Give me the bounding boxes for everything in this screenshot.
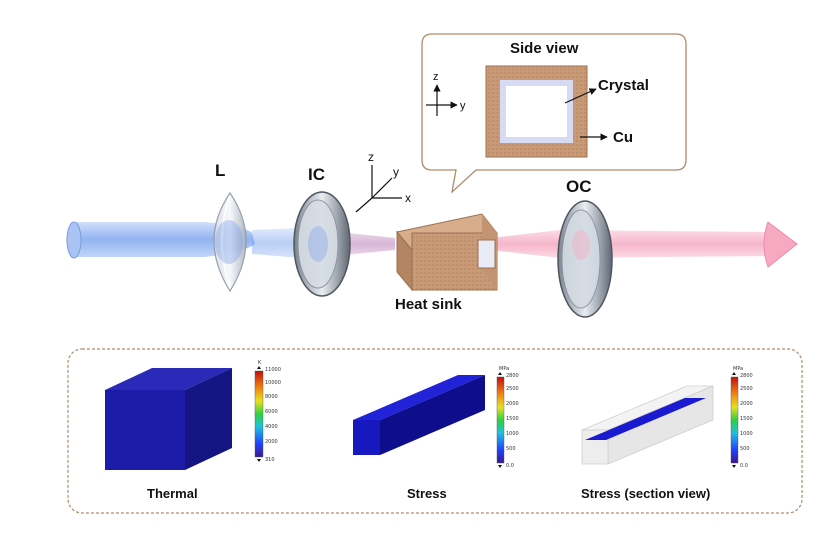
stress-section-model: [581, 385, 714, 465]
side-view-axis-y: y: [460, 100, 466, 112]
input-coupler-label: IC: [308, 165, 325, 184]
section-tick-0: 2500: [740, 386, 753, 392]
section-scale-min: 0.0: [740, 463, 748, 469]
stress-tick-0: 2500: [506, 386, 519, 392]
stress-tick-4: 500: [506, 446, 516, 452]
thermal-tick-2: 6000: [265, 409, 278, 415]
stress-colorbar: [496, 372, 505, 468]
heat-sink-label: Heat sink: [395, 296, 462, 313]
stress-section-colorbar: [730, 372, 739, 468]
side-view-axis-z: z: [433, 71, 439, 83]
stress-unit: MPa: [499, 366, 509, 372]
stress-scale-min: 0.0: [506, 463, 514, 469]
thermal-scale-min: 310: [265, 457, 275, 463]
side-view-cu-label: Cu: [613, 129, 633, 146]
stress-section-caption: Stress (section view): [581, 486, 710, 501]
thermal-unit: K: [258, 360, 262, 366]
section-tick-1: 2000: [740, 401, 753, 407]
main-axes: [355, 165, 402, 213]
output-coupler-label: OC: [566, 177, 592, 196]
section-tick-4: 500: [740, 446, 750, 452]
main-axis-z: z: [368, 150, 374, 164]
section-tick-2: 1500: [740, 416, 753, 422]
main-axis-y: y: [393, 165, 399, 179]
stress-tick-1: 2000: [506, 401, 519, 407]
thermal-caption: Thermal: [147, 486, 198, 501]
lens-l: [213, 191, 247, 293]
side-view-panel: [421, 33, 687, 194]
thermal-scale-max: 11000: [265, 367, 281, 373]
output-coupler: [557, 200, 613, 318]
thermal-model: [105, 368, 232, 470]
thermal-colorbar: [254, 366, 264, 462]
stress-caption: Stress: [407, 486, 447, 501]
thermal-tick-3: 4000: [265, 424, 278, 430]
stress-scale-max: 2800: [506, 373, 519, 379]
section-scale-max: 2800: [740, 373, 753, 379]
thermal-tick-1: 8000: [265, 394, 278, 400]
section-unit: MPa: [733, 366, 743, 372]
thermal-tick-0: 10000: [265, 380, 281, 386]
side-view-title: Side view: [510, 40, 579, 57]
heat-sink: [396, 213, 498, 292]
side-view-crystal-label: Crystal: [598, 77, 649, 94]
stress-model: [353, 375, 485, 455]
stress-tick-3: 1000: [506, 431, 519, 437]
stress-tick-2: 1500: [506, 416, 519, 422]
main-axis-x: x: [405, 191, 411, 205]
thermal-tick-4: 2000: [265, 439, 278, 445]
input-coupler: [293, 191, 351, 297]
lens-label: L: [215, 161, 225, 180]
section-tick-3: 1000: [740, 431, 753, 437]
